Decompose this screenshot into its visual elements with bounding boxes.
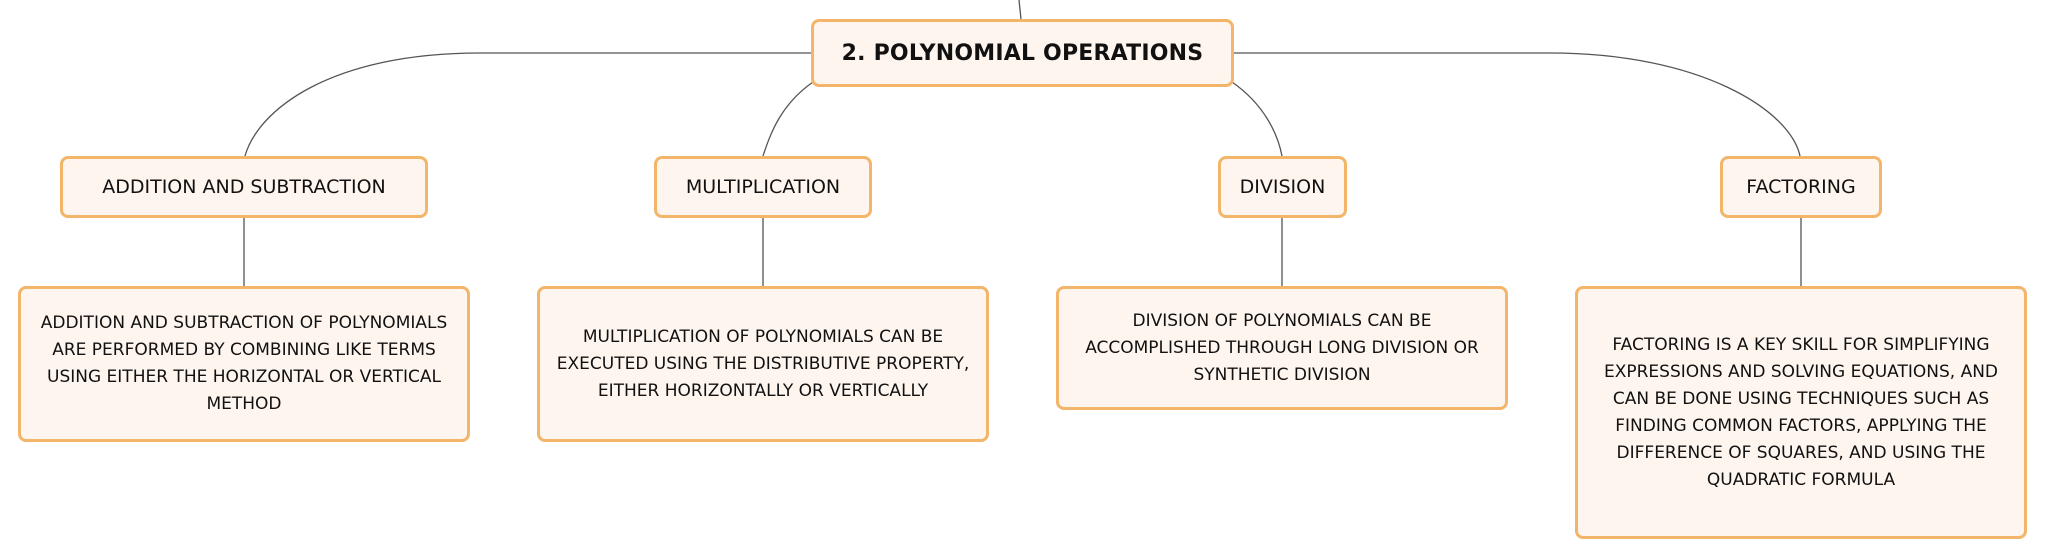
description-text: ADDITION AND SUBTRACTION OF POLYNOMIALS … <box>40 313 448 414</box>
description-text: MULTIPLICATION OF POLYNOMIALS CAN BE EXE… <box>556 326 970 401</box>
description-node-addition-subtraction[interactable]: ADDITION AND SUBTRACTION OF POLYNOMIALS … <box>18 286 470 442</box>
branch-node-division[interactable]: DIVISION <box>1218 156 1347 218</box>
connector-root-to-addition-subtraction <box>244 52 813 157</box>
branch-label: DIVISION <box>1239 176 1326 198</box>
description-text: DIVISION OF POLYNOMIALS CAN BE ACCOMPLIS… <box>1085 310 1479 385</box>
connector-root-to-division <box>1231 81 1283 157</box>
description-node-multiplication[interactable]: MULTIPLICATION OF POLYNOMIALS CAN BE EXE… <box>537 286 989 442</box>
connector-parent-to-root <box>1018 0 1022 20</box>
connector-root-to-multiplication <box>762 81 814 157</box>
root-node[interactable]: 2. POLYNOMIAL OPERATIONS <box>811 19 1234 87</box>
description-node-division[interactable]: DIVISION OF POLYNOMIALS CAN BE ACCOMPLIS… <box>1056 286 1508 410</box>
description-text: FACTORING IS A KEY SKILL FOR SIMPLIFYING… <box>1603 334 1999 490</box>
description-node-factoring[interactable]: FACTORING IS A KEY SKILL FOR SIMPLIFYING… <box>1575 286 2027 539</box>
branch-label: FACTORING <box>1746 176 1856 198</box>
branch-node-multiplication[interactable]: MULTIPLICATION <box>654 156 872 218</box>
connector-root-to-factoring <box>1232 52 1801 157</box>
branch-label: ADDITION AND SUBTRACTION <box>102 176 386 198</box>
branch-node-factoring[interactable]: FACTORING <box>1720 156 1882 218</box>
branch-node-addition-subtraction[interactable]: ADDITION AND SUBTRACTION <box>60 156 428 218</box>
branch-label: MULTIPLICATION <box>685 176 841 198</box>
root-label: 2. POLYNOMIAL OPERATIONS <box>841 40 1204 66</box>
